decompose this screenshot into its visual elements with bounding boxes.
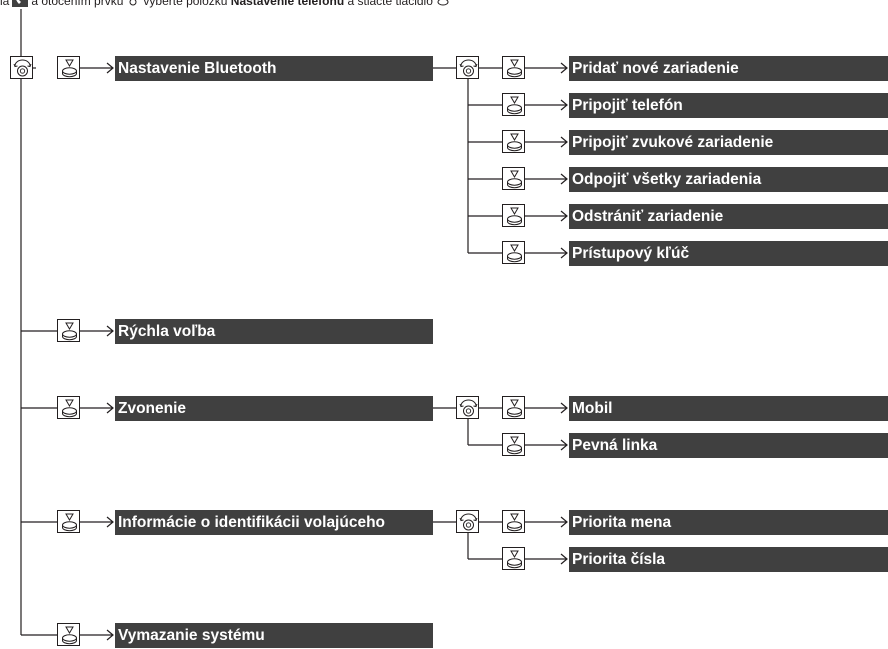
interface-dial-press-icon (57, 56, 80, 79)
interface-dial-press-icon (502, 547, 525, 570)
menu-item-level1: Informácie o identifikácii volajúceho (115, 510, 433, 535)
arrow-right-icon (525, 173, 568, 185)
menu-item-level1: Zvonenie (115, 396, 433, 421)
phone-button-icon (12, 0, 29, 10)
menu-item-level2: Mobil (569, 396, 888, 421)
arrow-right-icon (525, 210, 568, 222)
arrow-right-icon (80, 629, 114, 641)
menu-item-level2: Pripojiť zvukové zariadenie (569, 130, 888, 155)
menu-item-level2: Pevná linka (569, 433, 888, 458)
menu-item-level2: Odstrániť zariadenie (569, 204, 888, 229)
interface-dial-rotate-icon (10, 56, 33, 79)
interface-dial-press-icon (57, 319, 80, 342)
interface-dial-rotate-icon (456, 56, 479, 79)
instruction-menu-name: Nastavenie telefónu (230, 0, 345, 8)
interface-dial-press-icon (57, 396, 80, 419)
interface-dial-press-icon (502, 204, 525, 227)
instruction-suffix: a stlačte tlačidlo (347, 0, 433, 8)
arrow-right-icon (525, 439, 568, 451)
interface-dial-press-icon (502, 167, 525, 190)
arrow-right-icon (525, 553, 568, 565)
instruction-select: vyberte položku (143, 0, 228, 8)
interface-dial-press-icon (502, 396, 525, 419)
instruction-text: ia a otočením prvku vyberte položku Nast… (0, 0, 453, 9)
arrow-right-icon (80, 325, 114, 337)
arrow-right-icon (80, 516, 114, 528)
interface-dial-rotate-icon (126, 0, 140, 9)
interface-dial-press-icon (436, 0, 450, 9)
arrow-right-icon (525, 247, 568, 259)
interface-dial-press-icon (502, 510, 525, 533)
menu-item-level1: Rýchla voľba (115, 319, 433, 344)
menu-item-level1: Nastavenie Bluetooth (115, 56, 433, 81)
interface-dial-press-icon (57, 623, 80, 646)
arrow-right-icon (525, 62, 568, 74)
instruction-prefix: ia (0, 0, 10, 8)
menu-item-level2: Pripojiť telefón (569, 93, 888, 118)
arrow-right-icon (525, 99, 568, 111)
instruction-middle: a otočením prvku (31, 0, 124, 8)
menu-item-level2: Prístupový kľúč (569, 241, 888, 266)
interface-dial-rotate-icon (456, 510, 479, 533)
menu-item-level2: Pridať nové zariadenie (569, 56, 888, 81)
arrow-right-icon (525, 136, 568, 148)
interface-dial-press-icon (502, 433, 525, 456)
interface-dial-press-icon (502, 130, 525, 153)
arrow-right-icon (80, 402, 114, 414)
menu-item-level2: Odpojiť všetky zariadenia (569, 167, 888, 192)
interface-dial-press-icon (502, 241, 525, 264)
arrow-right-icon (525, 402, 568, 414)
interface-dial-press-icon (502, 93, 525, 116)
interface-dial-rotate-icon (456, 396, 479, 419)
menu-item-level2: Priorita čísla (569, 547, 888, 572)
interface-dial-press-icon (502, 56, 525, 79)
interface-dial-press-icon (57, 510, 80, 533)
menu-item-level2: Priorita mena (569, 510, 888, 535)
arrow-right-icon (525, 516, 568, 528)
arrow-right-icon (80, 62, 114, 74)
menu-item-level1: Vymazanie systému (115, 623, 433, 648)
